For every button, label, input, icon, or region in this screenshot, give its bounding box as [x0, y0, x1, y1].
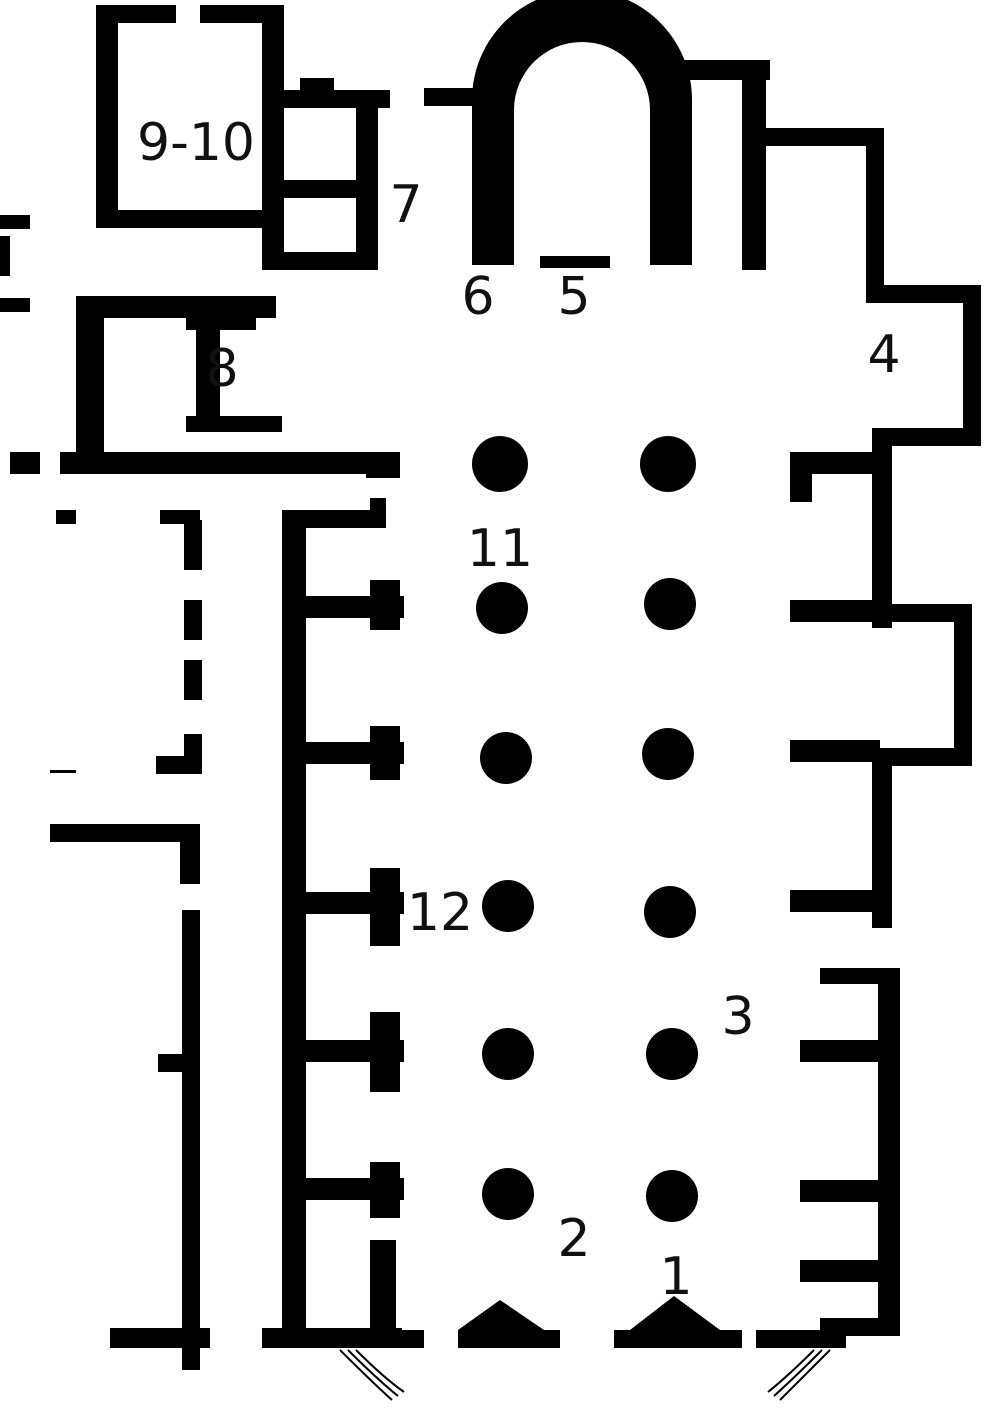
room-9-10-top-right — [200, 5, 280, 23]
room-9-10-top — [96, 5, 176, 23]
transept-right-end — [963, 285, 981, 445]
room-7-right-wall — [356, 90, 378, 270]
pier — [644, 886, 696, 938]
facade — [336, 1296, 846, 1348]
label-5: 5 — [557, 267, 590, 327]
label-2: 2 — [557, 1209, 590, 1269]
label-7: 7 — [389, 175, 422, 235]
pier — [482, 880, 534, 932]
right-chapel-2-bottom — [872, 748, 972, 766]
room-8-top — [76, 296, 276, 318]
room-9-10-bottom — [96, 210, 282, 228]
pier — [472, 436, 528, 492]
label-6: 6 — [461, 267, 494, 327]
label-12: 12 — [407, 883, 473, 943]
right-chapel-2-end — [954, 604, 972, 766]
right-aisle-buttresses — [790, 452, 880, 1282]
left-aisle-wall — [282, 510, 306, 1340]
right-chapel-wall — [866, 128, 884, 303]
pier — [640, 436, 696, 492]
pier — [646, 1028, 698, 1080]
room-7-bottom — [262, 252, 378, 270]
room-8-bottom — [60, 452, 400, 474]
right-chapel-2-top — [872, 604, 972, 622]
right-wall-mid — [872, 748, 892, 928]
transept-right-top — [866, 285, 981, 303]
room-7-mid — [284, 180, 364, 198]
room-9-10-left-wall — [96, 5, 118, 215]
room-8-left — [76, 296, 104, 470]
right-chapel-top — [762, 128, 884, 146]
pier — [482, 1028, 534, 1080]
apse-left-wing — [424, 88, 494, 106]
label-3: 3 — [721, 987, 754, 1047]
room-9-10-right-wall — [262, 5, 284, 270]
apse-wall — [472, 0, 692, 265]
left-aisle-top — [282, 510, 382, 528]
label-8: 8 — [205, 339, 238, 399]
room-7-left — [300, 78, 334, 108]
label-11: 11 — [467, 519, 533, 579]
pier — [480, 732, 532, 784]
label-9-10-bg — [128, 118, 262, 174]
right-wall-lower-top — [820, 968, 900, 984]
altar-step — [540, 256, 610, 268]
pier — [642, 728, 694, 780]
right-wall-lower — [878, 968, 900, 1336]
nave-piers — [472, 436, 698, 1222]
label-12-bg — [406, 890, 478, 942]
room-8-pier — [196, 316, 220, 432]
pier — [476, 582, 528, 634]
label-9-10: 9-10 — [137, 113, 255, 173]
right-wall-upper — [872, 428, 892, 628]
demolished-walls — [0, 215, 210, 1370]
label-1: 1 — [659, 1247, 692, 1307]
label-4: 4 — [867, 325, 900, 385]
entrance-steps — [339, 1349, 831, 1401]
pier — [482, 1168, 534, 1220]
apse-right-pier — [742, 60, 766, 270]
pier — [644, 578, 696, 630]
pier — [646, 1170, 698, 1222]
transept-right-bottom — [872, 428, 981, 446]
